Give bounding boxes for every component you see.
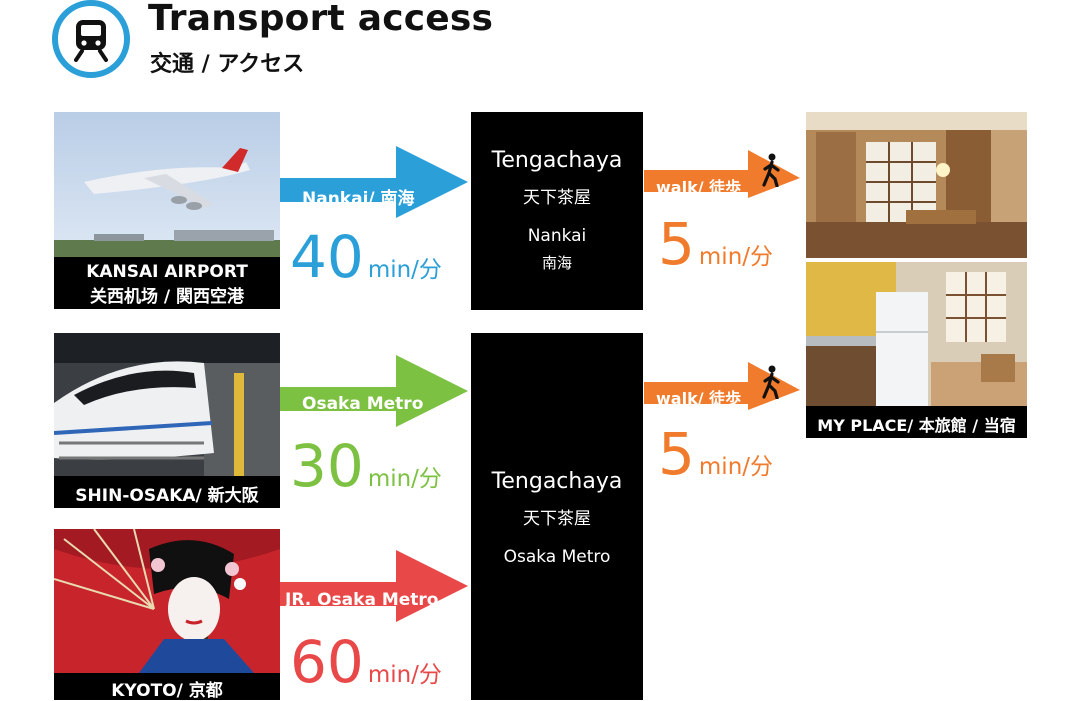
walking-person-icon	[762, 153, 780, 187]
walk-label: walk/ 徒歩	[656, 389, 742, 408]
origin-caption-shin-osaka: SHIN-OSAKA/ 新大阪	[54, 476, 280, 508]
station-line: Osaka Metro	[503, 547, 611, 567]
geisha-photo	[54, 529, 280, 673]
duration-unit: min/分	[367, 466, 442, 492]
airplane-photo	[54, 112, 280, 257]
duration-minutes: 60	[290, 628, 364, 696]
kitchen-photo	[806, 262, 1027, 406]
duration-minutes: 30	[290, 432, 364, 500]
duration-minutes: 40	[290, 223, 364, 291]
origin-caption-kyoto: KYOTO/ 京都	[54, 673, 280, 701]
station-tengachaya-nankai: Tengachaya 天下茶屋 Nankai 南海	[471, 112, 643, 310]
walk-label: walk/ 徒歩	[656, 178, 742, 197]
route-line-label: Nankai/ 南海	[302, 189, 415, 209]
walk-unit: min/分	[698, 454, 774, 480]
bullet-train-photo	[54, 333, 280, 476]
origin-name-local: 关西机场 / 関西空港	[89, 287, 245, 307]
walk-arrow-2	[644, 362, 802, 410]
route-arrow-osaka-metro	[280, 355, 470, 427]
station-name-local: 天下茶屋	[523, 188, 591, 208]
route-arrow-jr-osaka-metro	[280, 550, 470, 622]
origin-caption-kansai: KANSAI AIRPORT 关西机场 / 関西空港	[54, 257, 280, 309]
page-subtitle: 交通 / アクセス	[150, 52, 305, 77]
route-line-label: JR. Osaka Metro	[285, 590, 439, 610]
walk-arrow-1	[644, 150, 802, 198]
origin-name: KYOTO/ 京都	[111, 681, 223, 701]
origin-name: SHIN-OSAKA/ 新大阪	[75, 486, 259, 506]
station-name: Tengachaya	[491, 469, 623, 494]
duration-unit: min/分	[367, 257, 442, 283]
duration-unit: min/分	[367, 662, 442, 688]
walk-unit: min/分	[698, 244, 774, 270]
walk-minutes: 5	[658, 210, 695, 278]
page-title: Transport access	[148, 0, 494, 39]
station-line-local: 南海	[541, 254, 572, 272]
station-line: Nankai	[527, 226, 587, 246]
dining-room-photo	[806, 112, 1027, 258]
walk-minutes: 5	[658, 420, 695, 488]
destination-caption: MY PLACE/ 本旅館 / 当宿	[806, 406, 1027, 438]
train-icon	[74, 20, 108, 62]
origin-name: KANSAI AIRPORT	[86, 262, 248, 282]
walking-person-icon	[762, 365, 780, 399]
station-tengachaya-metro: Tengachaya 天下茶屋 Osaka Metro	[471, 333, 643, 700]
route-line-label: Osaka Metro	[302, 394, 424, 414]
station-name: Tengachaya	[491, 148, 623, 173]
station-name-local: 天下茶屋	[523, 509, 591, 529]
header-logo	[52, 0, 130, 78]
route-arrow-nankai	[280, 146, 470, 218]
